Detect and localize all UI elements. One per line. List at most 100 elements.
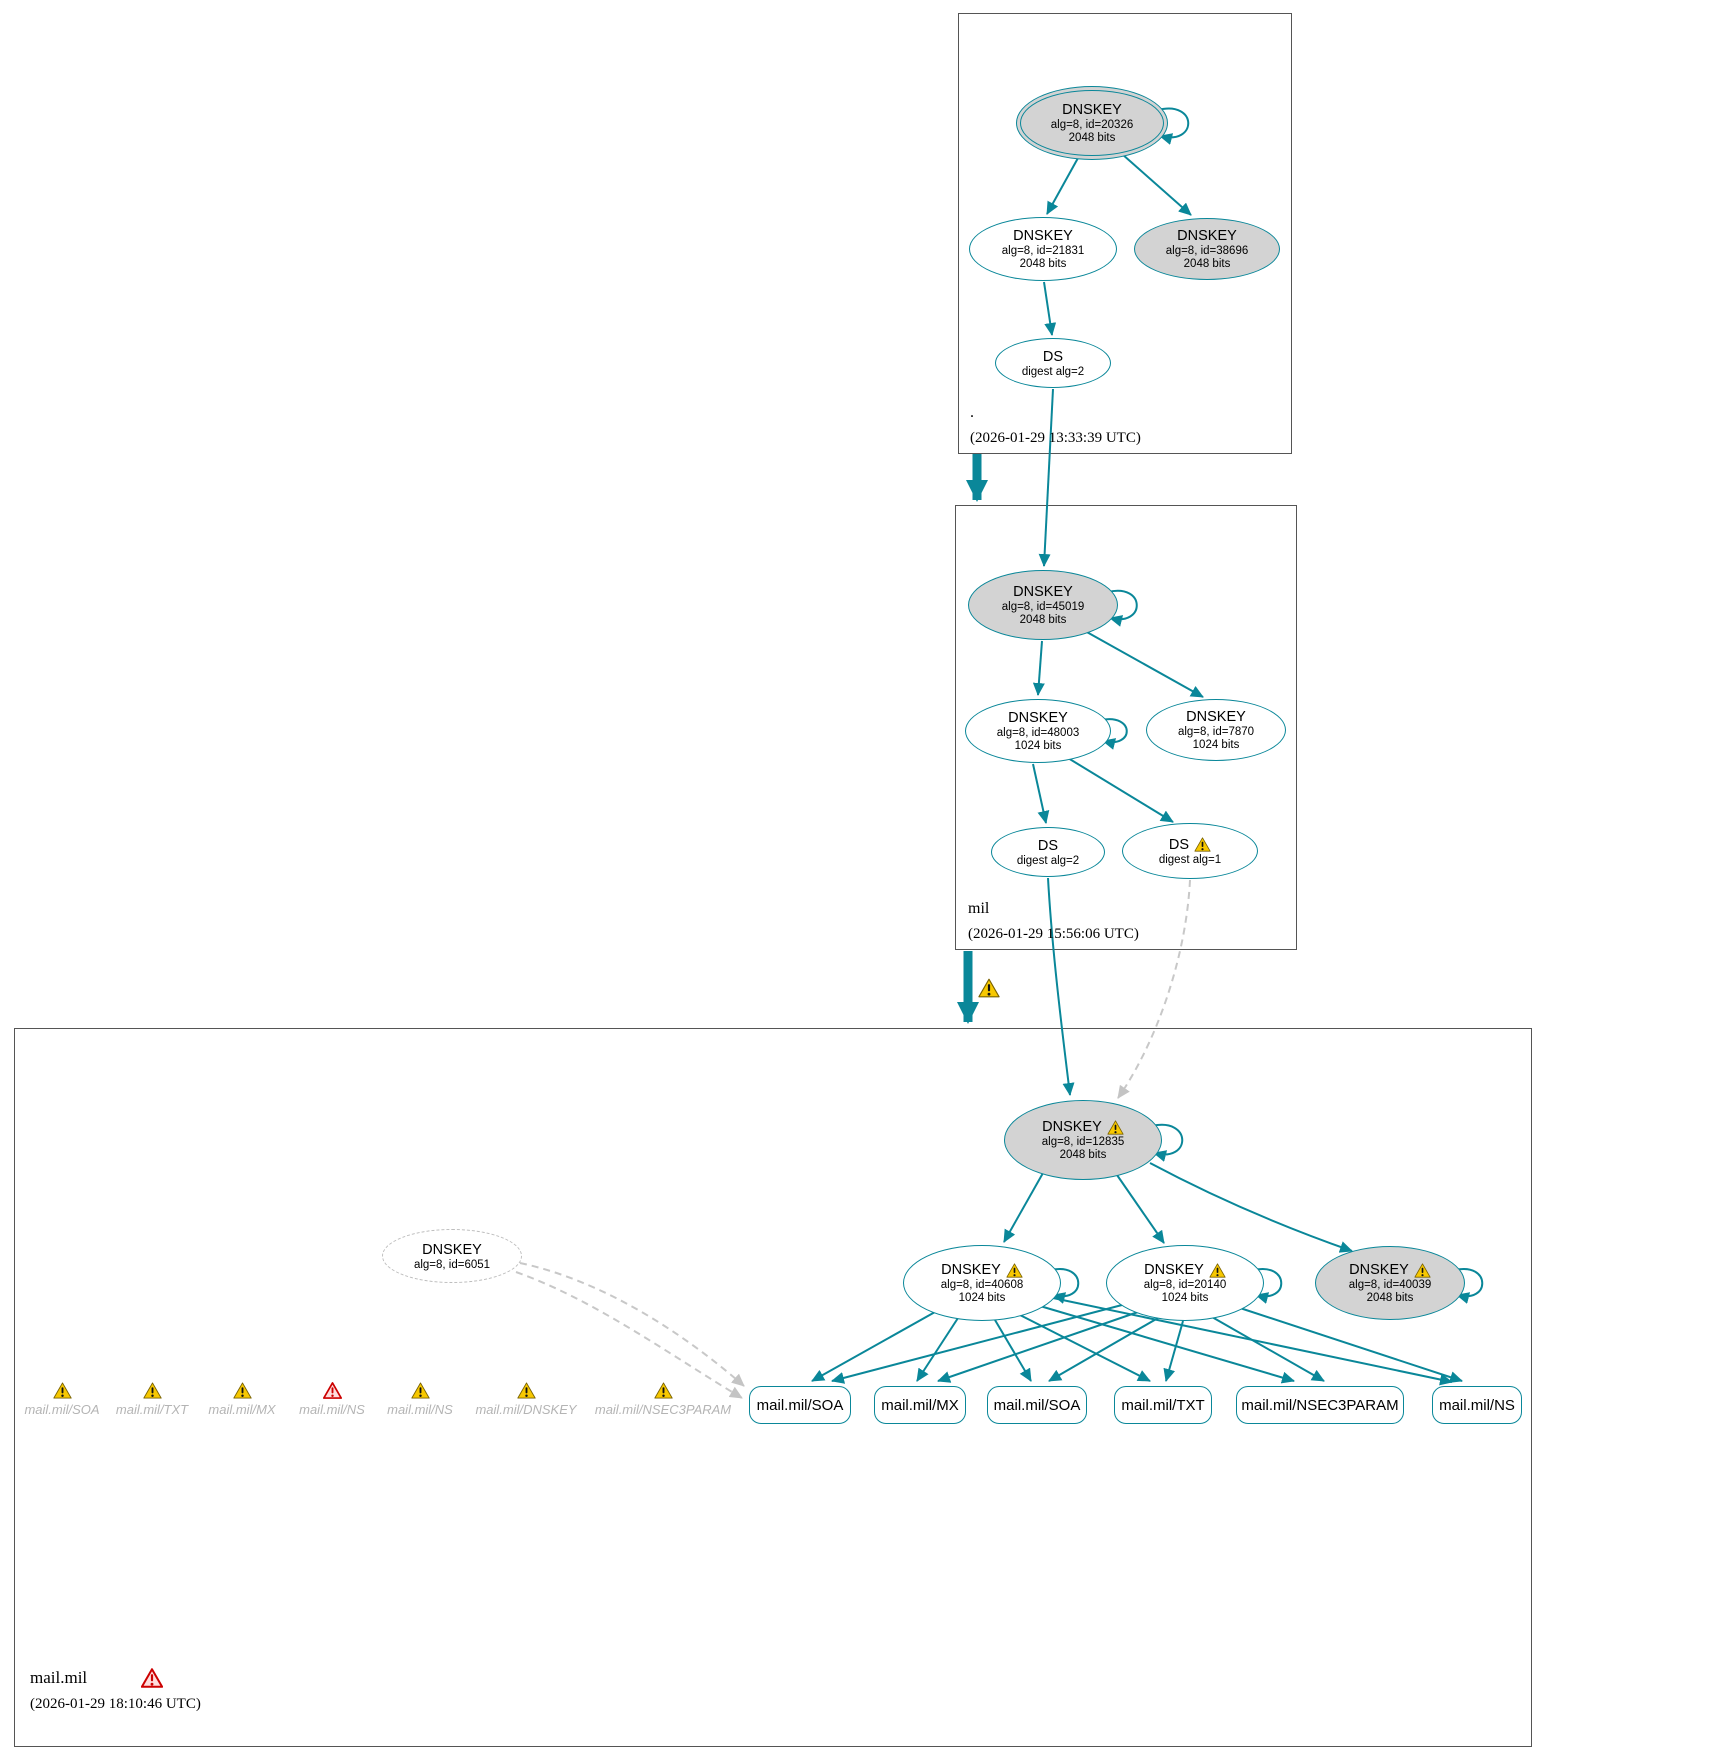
edge-20140-ns — [1239, 1307, 1463, 1383]
edge-ksk45019-zsk48003 — [1032, 640, 1045, 696]
warning-icon — [142, 1382, 162, 1399]
node-detail: 1024 bits — [1161, 1292, 1209, 1304]
edge-40608-nsec3param — [1039, 1305, 1295, 1384]
trust-arrow-warning-icon — [978, 978, 1000, 998]
dnskey-node-45019[interactable]: DNSKEY alg=8, id=45019 2048 bits — [968, 570, 1118, 640]
node-detail: alg=8, id=40039 — [1348, 1279, 1432, 1291]
self-loop-zsk40608 — [1050, 1267, 1080, 1304]
dnskey-node-38696[interactable]: DNSKEY alg=8, id=38696 2048 bits — [1134, 218, 1280, 280]
negative-rrset-soa: mail.mil/SOA — [10, 1382, 114, 1417]
zone-name-mail-mil: mail.mil — [30, 1668, 88, 1687]
warning-icon — [1107, 1119, 1124, 1135]
node-detail: 1024 bits — [1014, 740, 1062, 752]
warning-icon — [410, 1382, 430, 1399]
negative-rrset-txt: mail.mil/TXT — [100, 1382, 204, 1417]
edge-20140-soa2 — [1048, 1317, 1159, 1382]
node-title: DS — [1037, 837, 1059, 854]
zone-name-mil: mil — [968, 900, 990, 917]
edge-6051-soa1-dashed-b — [515, 1271, 743, 1399]
node-detail: alg=8, id=12835 — [1041, 1136, 1125, 1148]
node-detail: 1024 bits — [958, 1292, 1006, 1304]
edge-40608-soa1 — [811, 1311, 936, 1382]
zone-label-mail-mil: mail.mil (2026-01-29 18:10:46 UTC) — [30, 1668, 201, 1713]
edge-40608-txt — [1017, 1313, 1151, 1382]
rrset-box-mail-mil-mx[interactable]: mail.mil/MX — [874, 1386, 966, 1424]
node-detail: alg=8, id=20140 — [1143, 1279, 1227, 1291]
node-title: DNSKEY — [1349, 1262, 1409, 1278]
negative-rrset-label: mail.mil/DNSKEY — [475, 1402, 577, 1417]
node-detail: 1024 bits — [1192, 739, 1240, 751]
negative-rrset-label: mail.mil/NSEC3PARAM — [594, 1402, 732, 1417]
edge-zsk21831-ds — [1043, 281, 1057, 336]
dnskey-node-20326[interactable]: DNSKEY alg=8, id=20326 2048 bits — [1016, 86, 1168, 160]
edge-ksk12835-zsk20140 — [1116, 1174, 1165, 1244]
negative-rrset-ns-error: mail.mil/NS — [280, 1382, 384, 1417]
edge-mil-ds2-to-mailmil-ksk — [1047, 877, 1075, 1096]
zone-timestamp-mil: (2026-01-29 15:56:06 UTC) — [968, 926, 1139, 942]
rrset-box-mail-mil-nsec3param[interactable]: mail.mil/NSEC3PARAM — [1236, 1386, 1404, 1424]
zone-box-root — [958, 13, 1292, 454]
dnskey-node-20140[interactable]: DNSKEY alg=8, id=20140 1024 bits — [1106, 1245, 1264, 1321]
edge-20140-nsec3param — [1211, 1316, 1325, 1382]
node-detail: alg=8, id=6051 — [413, 1258, 491, 1271]
self-loop-ksk20326 — [1157, 107, 1190, 145]
self-loop-zsk20140 — [1253, 1267, 1283, 1304]
negative-rrset-label: mail.mil/NS — [387, 1402, 453, 1417]
node-detail: alg=8, id=45019 — [1001, 601, 1085, 613]
edge-40608-mx — [916, 1317, 959, 1382]
node-title: DNSKEY — [1062, 102, 1122, 118]
warning-icon — [232, 1382, 252, 1399]
zone-label-mil: mil (2026-01-29 15:56:06 UTC) — [968, 900, 1139, 943]
edge-root-ds-to-mil-ksk — [1038, 388, 1054, 567]
negative-rrset-label: mail.mil/NS — [299, 1402, 365, 1417]
dnskey-node-6051-missing[interactable]: DNSKEY alg=8, id=6051 — [382, 1229, 522, 1283]
node-title: DS — [1042, 348, 1064, 365]
negative-rrset-label: mail.mil/SOA — [24, 1402, 100, 1417]
zone-box-mil — [955, 505, 1297, 950]
node-title: DS — [1168, 836, 1190, 853]
self-loop-key40039 — [1454, 1267, 1484, 1304]
warning-icon — [52, 1382, 72, 1399]
node-detail: alg=8, id=40608 — [940, 1279, 1024, 1291]
node-detail: digest alg=2 — [1021, 365, 1085, 378]
ds-node-root[interactable]: DS digest alg=2 — [995, 338, 1111, 388]
edge-20140-mx — [937, 1311, 1139, 1383]
node-detail: 2048 bits — [1183, 258, 1231, 270]
node-title: DNSKEY — [422, 1241, 482, 1258]
dnskey-node-40608[interactable]: DNSKEY alg=8, id=40608 1024 bits — [903, 1245, 1061, 1321]
rrset-box-mail-mil-soa-2[interactable]: mail.mil/SOA — [987, 1386, 1087, 1424]
dnskey-node-40039[interactable]: DNSKEY alg=8, id=40039 2048 bits — [1315, 1246, 1465, 1320]
dnskey-node-21831[interactable]: DNSKEY alg=8, id=21831 2048 bits — [969, 217, 1117, 281]
negative-rrset-mx: mail.mil/MX — [190, 1382, 294, 1417]
edge-zsk48003-ds1 — [1067, 757, 1174, 823]
node-detail: 2048 bits — [1019, 614, 1067, 626]
zone-box-mail-mil — [14, 1028, 1532, 1747]
node-detail: alg=8, id=20326 — [1050, 119, 1134, 131]
warning-icon — [1209, 1262, 1226, 1278]
node-detail: digest alg=2 — [1016, 854, 1080, 867]
edge-ksk12835-key40039 — [1149, 1162, 1353, 1253]
error-icon — [322, 1382, 342, 1399]
node-detail: digest alg=1 — [1158, 853, 1222, 866]
dnskey-node-7870[interactable]: DNSKEY alg=8, id=7870 1024 bits — [1146, 699, 1286, 761]
rrset-box-mail-mil-ns[interactable]: mail.mil/NS — [1432, 1386, 1522, 1424]
zone-timestamp-root: (2026-01-29 13:33:39 UTC) — [970, 430, 1141, 446]
self-loop-ksk12835 — [1151, 1123, 1184, 1162]
rrset-box-mail-mil-txt[interactable]: mail.mil/TXT — [1114, 1386, 1212, 1424]
node-detail: 2048 bits — [1366, 1292, 1414, 1304]
ds-node-mil-alg2[interactable]: DS digest alg=2 — [991, 827, 1105, 877]
node-detail: 2048 bits — [1019, 258, 1067, 270]
dnskey-node-12835[interactable]: DNSKEY alg=8, id=12835 2048 bits — [1004, 1100, 1162, 1180]
negative-rrset-nsec3param: mail.mil/NSEC3PARAM — [588, 1382, 738, 1417]
rrset-box-mail-mil-soa-1[interactable]: mail.mil/SOA — [749, 1386, 851, 1424]
zone-label-root: . (2026-01-29 13:33:39 UTC) — [970, 404, 1141, 447]
dnskey-node-48003[interactable]: DNSKEY alg=8, id=48003 1024 bits — [965, 699, 1111, 763]
node-detail: alg=8, id=7870 — [1177, 726, 1255, 738]
warning-icon — [653, 1382, 673, 1399]
node-title: DNSKEY — [1013, 584, 1073, 600]
warning-icon — [1194, 837, 1211, 852]
ds-node-mil-alg1[interactable]: DS digest alg=1 — [1122, 823, 1258, 879]
self-loop-zsk48003 — [1100, 718, 1128, 750]
edge-ksk45019-key7870 — [1084, 630, 1204, 698]
